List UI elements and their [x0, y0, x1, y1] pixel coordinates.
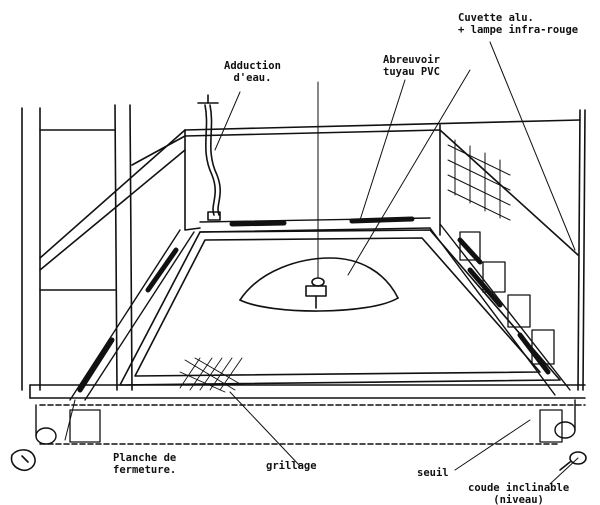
- adduction-label-line1: Adduction: [224, 60, 281, 72]
- mesh-patch: [179, 357, 243, 393]
- back-mesh: [447, 139, 511, 221]
- abreuvoir-label-line2: tuyau PVC: [383, 66, 440, 78]
- tray: [119, 229, 561, 386]
- water-supply: [197, 94, 221, 221]
- planche-label-line1: Planche de: [113, 452, 177, 464]
- planche-label: Planche de fermeture.: [113, 452, 176, 476]
- front-board: [29, 384, 586, 445]
- aluminium-bowl: [239, 257, 399, 312]
- grillage-label: grillage: [266, 460, 317, 472]
- cuvette-label-line2: + lampe infra-rouge: [458, 24, 579, 36]
- adduction-label-line2: d'eau.: [233, 72, 272, 84]
- coude-label: coude inclinable (niveau): [468, 482, 569, 505]
- side-blocks: [69, 231, 563, 443]
- cuvette-label: Cuvette alu. + lampe infra-rouge: [458, 12, 578, 36]
- leader-lines: [64, 41, 579, 485]
- cuvette-label-line1: Cuvette alu.: [458, 12, 534, 24]
- coude-label-line2: (niveau): [493, 494, 544, 505]
- back-wall: [184, 109, 586, 391]
- left-posts: [21, 104, 186, 391]
- pvc-pipes: [35, 216, 576, 445]
- abreuvoir-label-line1: Abreuvoir: [383, 54, 440, 66]
- elbow-fittings: [10, 449, 587, 472]
- adduction-label: Adduction d'eau.: [224, 60, 281, 84]
- planche-label-line2: fermeture.: [113, 464, 177, 476]
- seuil-label: seuil: [417, 467, 449, 479]
- abreuvoir-label: Abreuvoir tuyau PVC: [383, 54, 440, 78]
- coude-label-line1: coude inclinable: [468, 482, 570, 494]
